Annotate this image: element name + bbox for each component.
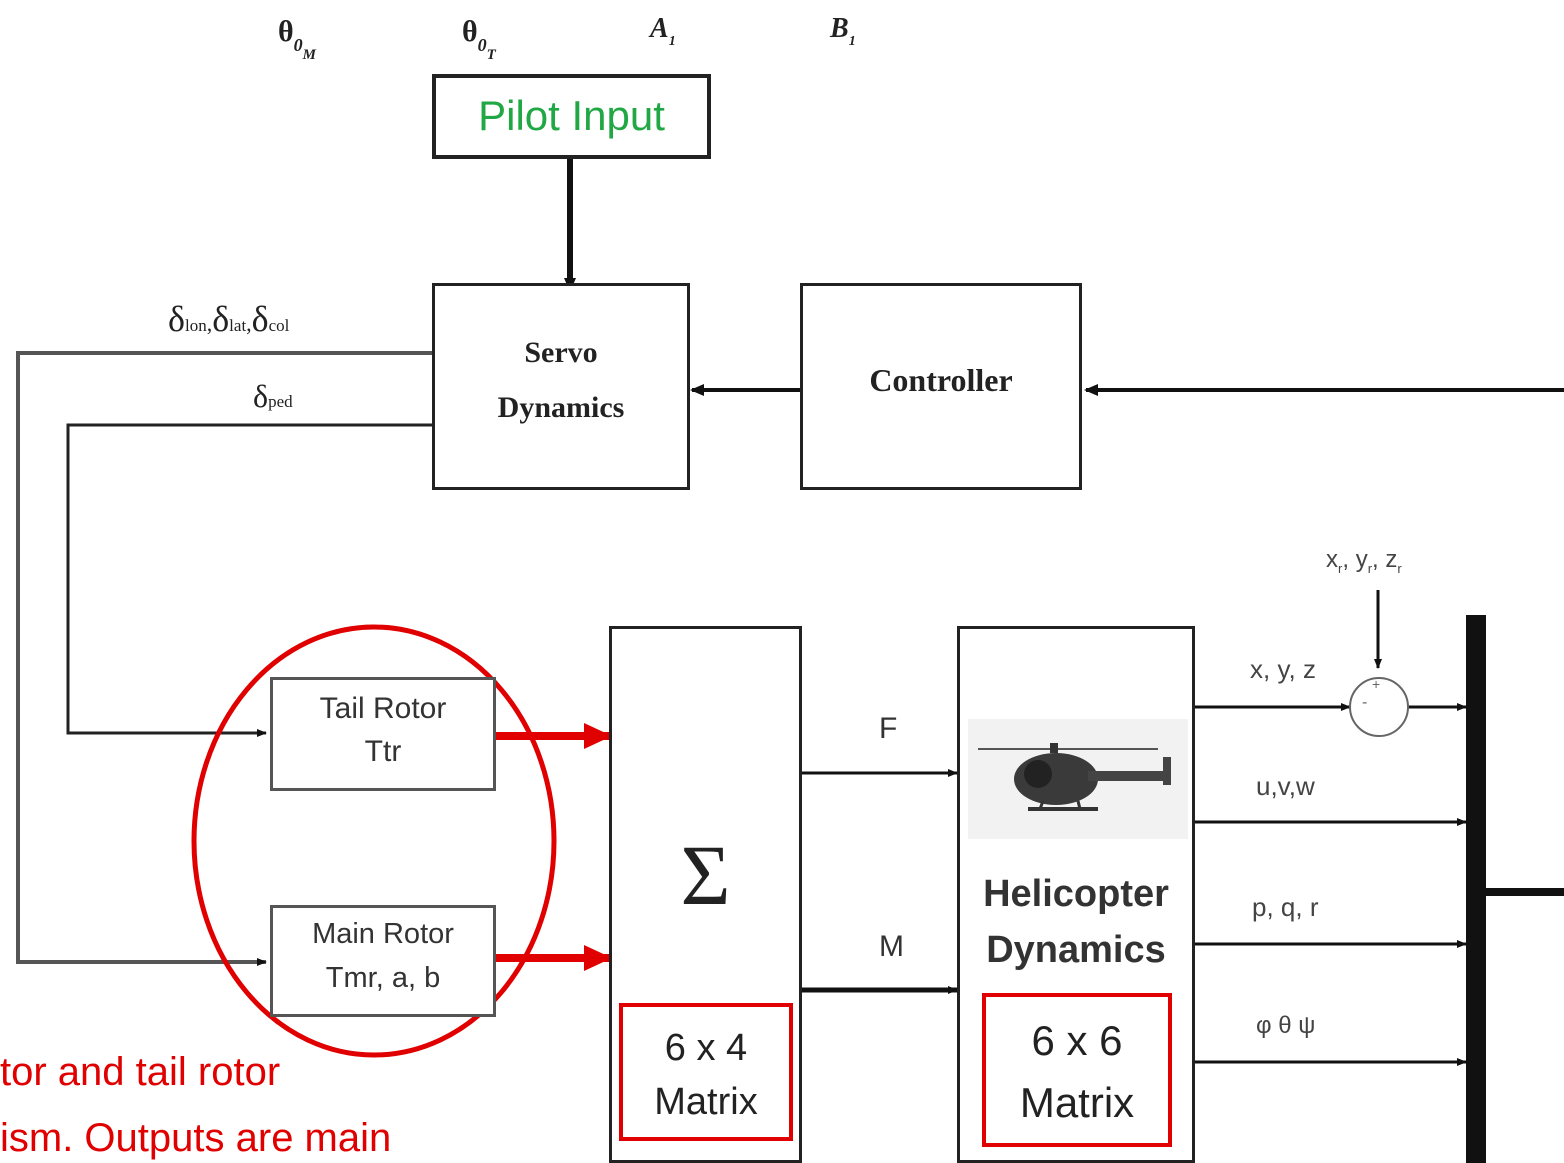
junction-plus-sign: +	[1372, 676, 1380, 692]
tail-rotor-line2: Ttr	[273, 735, 493, 769]
tail-rotor-line1: Tail Rotor	[273, 692, 493, 726]
helicopter-label-line1: Helicopter	[960, 873, 1192, 916]
reference-label: xr, yr, zr	[1326, 546, 1402, 576]
helicopter-dynamics-box: Helicopter Dynamics 6 x 6 Matrix	[957, 626, 1195, 1163]
main-rotor-box: Main Rotor Tmr, a, b	[270, 905, 496, 1017]
main-rotor-line1: Main Rotor	[273, 918, 493, 951]
force-label: F	[879, 712, 897, 746]
euler-label: φ θ ψ	[1256, 1012, 1315, 1040]
servo-dynamics-box: Servo Dynamics	[432, 283, 690, 490]
theta-m-symbol: θ0M	[278, 15, 316, 49]
delta-lon-lat-col-label: δlon,δlat,δcol	[168, 298, 289, 340]
helicopter-matrix-box: 6 x 6 Matrix	[982, 993, 1172, 1147]
helicopter-icon	[968, 719, 1188, 839]
pilot-input-label: Pilot Input	[436, 92, 707, 140]
summation-box: Σ 6 x 4 Matrix	[609, 626, 802, 1163]
annotation-line2: ism. Outputs are main	[0, 1116, 391, 1161]
uvw-label: u,v,w	[1256, 771, 1315, 802]
servo-label-line2: Dynamics	[435, 391, 687, 425]
sum-matrix-box: 6 x 4 Matrix	[619, 1003, 793, 1141]
xyz-label: x, y, z	[1250, 654, 1316, 685]
tail-rotor-box: Tail Rotor Ttr	[270, 677, 496, 791]
mux-bar	[1466, 615, 1486, 1163]
helicopter-matrix-line2: Matrix	[986, 1079, 1168, 1127]
sigma-symbol: Σ	[612, 825, 799, 925]
theta-t-symbol: θ0T	[462, 15, 496, 49]
annotation-line1: tor and tail rotor	[0, 1050, 280, 1095]
junction-minus-sign: -	[1362, 694, 1367, 712]
sum-matrix-line1: 6 x 4	[623, 1027, 789, 1070]
main-rotor-line2: Tmr, a, b	[273, 962, 493, 995]
controller-box: Controller	[800, 283, 1082, 490]
pqr-label: p, q, r	[1252, 892, 1318, 923]
b1-symbol: B1	[830, 13, 856, 45]
servo-label-line1: Servo	[435, 336, 687, 370]
sum-matrix-line2: Matrix	[623, 1081, 789, 1124]
delta-ped-label: δped	[253, 378, 293, 415]
controller-label: Controller	[803, 362, 1079, 399]
helicopter-label-line2: Dynamics	[960, 929, 1192, 972]
moment-label: M	[879, 930, 904, 964]
a1-symbol: A1	[650, 13, 676, 45]
helicopter-matrix-line1: 6 x 6	[986, 1017, 1168, 1065]
pilot-input-box: Pilot Input	[432, 74, 711, 159]
servo-to-main-rotor-wire	[18, 353, 432, 962]
